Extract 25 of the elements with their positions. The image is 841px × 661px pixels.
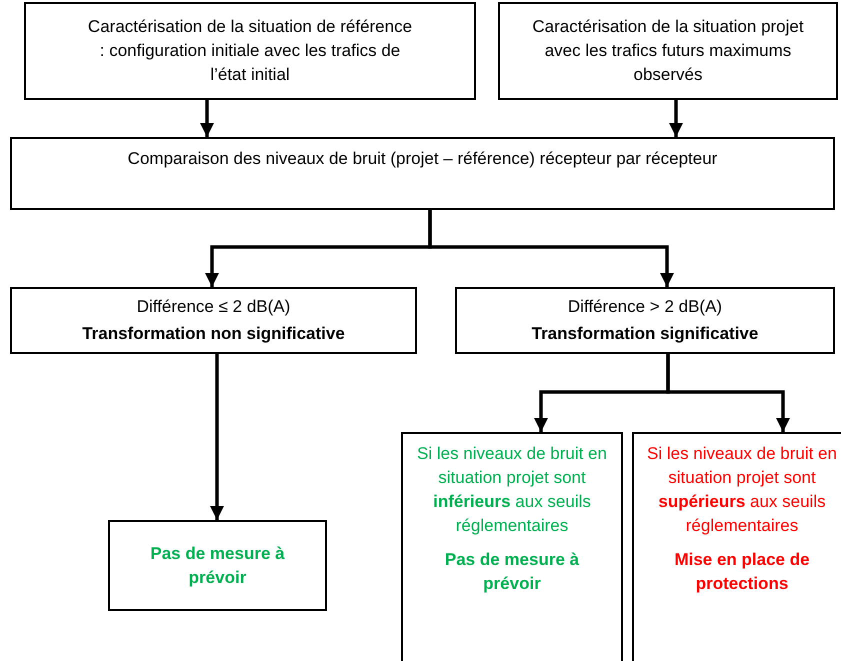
emphasis-text: Transformation significative [532,323,758,345]
process-box [10,287,417,354]
process-box [10,137,835,210]
box-text: Comparaison des niveaux de bruit (projet – référence) récepteur par récepteur [128,148,718,170]
arrow [669,100,683,137]
arrow [210,354,224,520]
process-box [108,520,327,611]
box-text: Caractérisation de la situation projet avec les trafics futurs maximums observés [531,16,805,86]
process-box [24,2,476,100]
box-text: Si les niveaux de bruit en situation projet sont supérieurs aux seuils réglementaires [646,443,838,537]
emphasis-text: Pas de mesure à prévoir [444,549,580,595]
emphasis-text: Pas de mesure à prévoir [149,542,286,588]
box-text: Différence > 2 dB(A) [568,296,722,318]
emphasis-text: Mise en place de protections [673,549,811,595]
arrow [428,210,674,287]
process-box [401,432,623,661]
arrow [666,354,790,432]
box-text: Si les niveaux de bruit en situation projet sont inférieurs aux seuils réglementaires [417,443,607,537]
process-box [632,432,841,661]
process-box [498,2,838,100]
box-text: Caractérisation de la situation de référence : configuration initiale avec les trafics de l’état initial [86,16,414,86]
box-text: Différence ≤ 2 dB(A) [136,296,290,318]
process-box [455,287,835,354]
emphasis-text: Transformation non significative [82,323,345,345]
arrow [200,100,214,137]
